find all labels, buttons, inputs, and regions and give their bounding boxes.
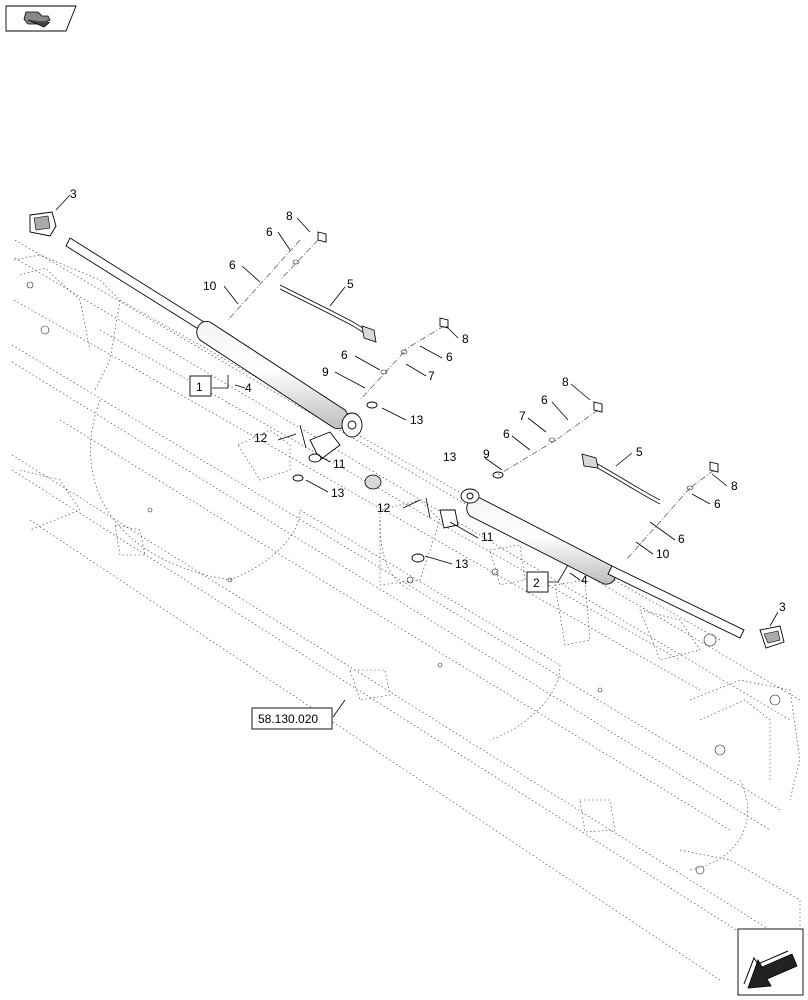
callout-3-left: 3: [70, 187, 77, 201]
callout-13-b: 13: [331, 486, 345, 500]
callout-leaders: [55, 194, 779, 718]
callouts: 3 8 6 6 10 5 8 6 6 7 9 1 4 13 12 11 13 8…: [70, 187, 786, 614]
callout-9-a: 9: [322, 365, 329, 379]
callout-11-b: 11: [481, 530, 494, 544]
callout-3-right: 3: [779, 600, 786, 614]
reference-link[interactable]: 58.130.020: [251, 707, 333, 730]
next-page-arrow-icon[interactable]: [737, 928, 804, 996]
callout-6-d: 6: [446, 350, 453, 364]
callout-13-d: 13: [455, 557, 469, 571]
pivot-bracket-right: [411, 497, 459, 563]
callout-13-a: 13: [410, 413, 424, 427]
callout-12-b: 12: [377, 501, 391, 515]
callout-6-f: 6: [503, 427, 510, 441]
flat-bracket-icon[interactable]: [5, 5, 77, 32]
callout-8-d: 8: [731, 479, 738, 493]
callout-12-a: 12: [254, 431, 268, 445]
callout-8-c: 8: [562, 375, 569, 389]
callout-5-a: 5: [347, 277, 354, 291]
lift-cylinder-1: [29, 211, 449, 482]
callout-6-e: 6: [541, 393, 548, 407]
callout-11-a: 11: [333, 457, 346, 471]
callout-8-a: 8: [286, 209, 293, 223]
pivot-bracket-left: [299, 424, 382, 490]
header-frame: [11, 239, 801, 981]
reference-label: 58.130.020: [258, 712, 318, 726]
callout-4-a: 4: [245, 381, 252, 395]
svg-text:1: 1: [196, 380, 203, 394]
callout-8-b: 8: [462, 332, 469, 346]
callout-4-b: 4: [581, 573, 588, 587]
callout-box-1: 1: [189, 375, 212, 397]
assembly-centerlines: [227, 239, 715, 561]
lift-cylinder-2: [460, 401, 785, 649]
callout-6-b: 6: [229, 258, 236, 272]
svg-text:2: 2: [533, 576, 540, 590]
callout-box-2: 2: [526, 571, 549, 593]
callout-13-c: 13: [443, 450, 457, 464]
callout-6-g: 6: [714, 497, 721, 511]
callout-9-b: 9: [483, 447, 490, 461]
callout-5-b: 5: [636, 445, 643, 459]
callout-6-h: 6: [678, 532, 685, 546]
callout-10-b: 10: [656, 547, 670, 561]
callout-7-b: 7: [519, 409, 526, 423]
callout-6-a: 6: [266, 225, 273, 239]
callout-10-a: 10: [203, 279, 217, 293]
callout-7-a: 7: [428, 369, 435, 383]
callout-6-c: 6: [341, 348, 348, 362]
